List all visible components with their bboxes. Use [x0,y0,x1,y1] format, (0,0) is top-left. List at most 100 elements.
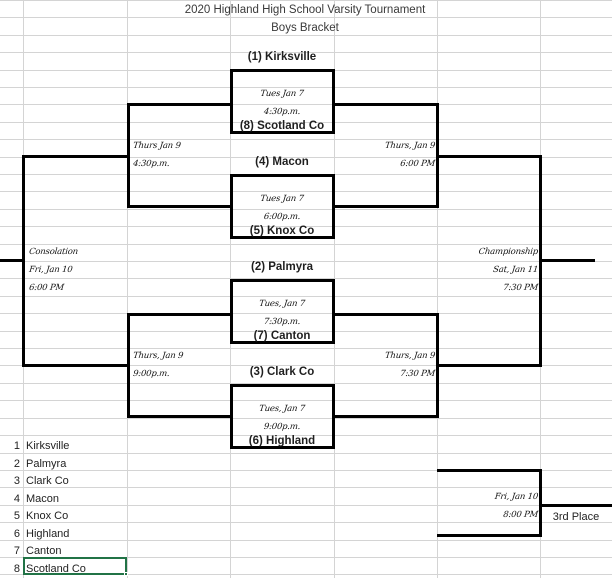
round1-match-3-top-team: (2) Palmyra [250,261,313,273]
gridline-row-0 [0,0,612,1]
championship-bottom [437,364,542,367]
fill-handle[interactable] [124,572,128,576]
seed-team-3: Clark Co [26,475,69,487]
round1-match-3-bottom-team: (7) Canton [253,330,311,342]
round1-match-3-box-left [230,279,233,344]
semifinal-right-2-date: Thurs, Jan 9 [384,351,436,361]
semifinal-right-2-top [334,313,439,316]
seed-team-7: Canton [26,545,62,557]
consolation-time: 6:00 PM [28,283,65,293]
gridline-row-32 [0,557,612,558]
gridline-row-1 [0,17,612,18]
semifinal-right-2-time: 7:30 PM [399,369,436,379]
round1-match-2-top-team: (4) Macon [255,156,309,168]
gridline-row-23 [0,400,612,401]
round1-match-1-box-bottom [230,131,335,134]
seed-number-3: 3 [13,475,20,487]
round1-match-1-bottom-team: (8) Scotland Co [239,120,325,132]
semifinal-left-1-date: Thurs Jan 9 [132,141,182,151]
gridline-row-8 [0,139,612,140]
round1-match-1-box-right [332,69,335,134]
consolation-bottom [22,364,127,367]
round1-match-1-box-top [230,69,335,72]
round1-match-2-date: Tues Jan 7 [259,194,305,204]
gridline-row-15 [0,261,612,262]
round1-match-4-box-right [332,384,335,449]
gridline-row-3 [0,52,612,53]
gridline-row-24 [0,418,612,419]
gridline-row-29 [0,505,612,506]
gridline-col-e [437,0,438,578]
gridline-row-2 [0,35,612,36]
gridline-row-5 [0,87,612,88]
active-cell-selection[interactable] [23,557,128,576]
gridline-row-27 [0,470,612,471]
semifinal-left-2-time: 9:00p.m. [132,369,170,379]
round1-match-4-box-bottom [230,446,335,449]
round1-match-1-top-team: (1) Kirksville [247,51,317,63]
semifinal-left-1-spine [127,103,130,208]
seed-number-5: 5 [13,510,20,522]
semifinal-left-2-date: Thurs, Jan 9 [132,351,184,361]
semifinal-left-2-spine [127,313,130,418]
round1-match-4-time: 9:00p.m. [263,422,301,432]
seed-number-8: 8 [13,563,20,575]
seed-team-5: Knox Co [26,510,69,522]
round1-match-3-box-top [230,279,335,282]
gridline-row-7 [0,122,612,123]
third-place-label: 3rd Place [552,511,600,523]
third-place-top [437,469,542,472]
semifinal-left-1-top [127,103,232,106]
gridline-row-9 [0,157,612,158]
third-place-outlet [539,504,612,507]
consolation-label: Consolation [28,247,79,257]
seed-number-6: 6 [13,528,20,540]
round1-match-3-time: 7:30p.m. [263,317,301,327]
round1-match-4-date: Tues, Jan 7 [258,404,306,414]
seed-team-1: Kirksville [26,440,70,452]
gridline-row-25 [0,435,612,436]
gridline-row-31 [0,540,612,541]
round1-match-4-bottom-team: (6) Highland [248,435,316,447]
gridline-row-17 [0,296,612,297]
gridline-row-26 [0,453,612,454]
gridline-row-16 [0,278,612,279]
seed-number-1: 1 [13,440,20,452]
gridline-row-18 [0,313,612,314]
championship-top [437,155,542,158]
semifinal-right-1-top [334,103,439,106]
semifinal-left-1-time: 4:30p.m. [132,159,170,169]
gridline-row-28 [0,487,612,488]
seed-team-2: Palmyra [26,458,67,470]
third-place-time: 8:00 PM [502,510,539,520]
third-place-bottom [437,534,542,537]
round1-match-2-box-bottom [230,236,335,239]
seed-team-6: Highland [26,528,70,540]
round1-match-3-box-right [332,279,335,344]
gridline-col-b [127,0,128,578]
consolation-date: Fri, Jan 10 [28,265,73,275]
third-place-date: Fri, Jan 10 [494,492,539,502]
round1-match-2-bottom-team: (5) Knox Co [249,225,315,237]
semifinal-right-1-date: Thurs, Jan 9 [384,141,436,151]
semifinal-left-2-bottom [127,415,232,418]
gridline-row-21 [0,365,612,366]
round1-match-3-box-bottom [230,341,335,344]
gridline-row-6 [0,104,612,105]
championship-date: Sat, Jan 11 [492,265,539,275]
seed-number-7: 7 [13,545,20,557]
round1-match-2-time: 6:00p.m. [263,212,301,222]
semifinal-left-2-top [127,313,232,316]
championship-label: Championship [478,247,539,257]
championship-outlet [539,259,595,262]
page-subtitle: Boys Bracket [271,22,339,34]
gridline-row-30 [0,522,612,523]
third-place-spine [539,469,542,537]
page-title: 2020 Highland High School Varsity Tourna… [184,4,426,16]
seed-team-4: Macon [26,493,60,505]
round1-match-1-date: Tues Jan 7 [259,89,305,99]
gridline-row-12 [0,209,612,210]
gridline-row-33 [0,574,612,575]
round1-match-1-time: 4:30p.m. [263,107,301,117]
